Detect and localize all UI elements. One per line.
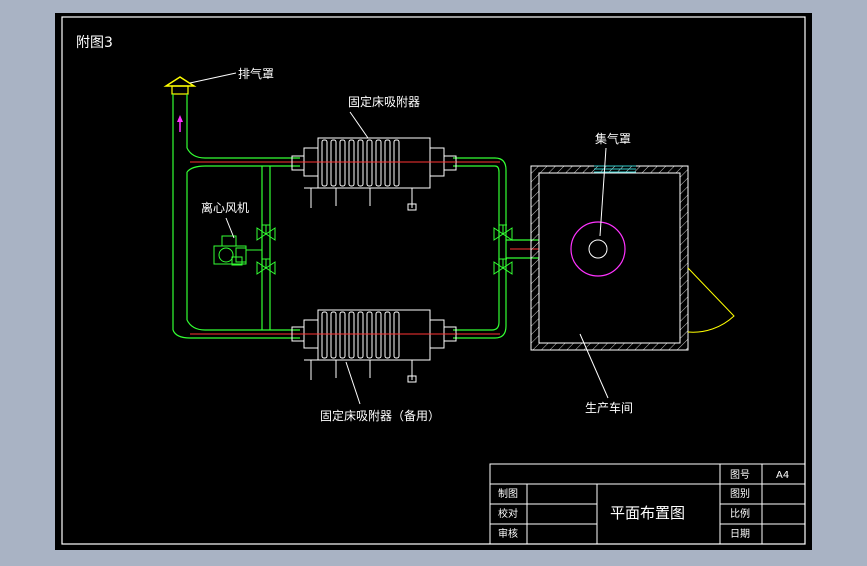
valve-icon xyxy=(493,258,513,275)
collection-hood-inner xyxy=(588,239,608,259)
exhaust-hood-label: 排气罩 xyxy=(238,66,274,81)
centrifugal-fan-icon xyxy=(213,235,247,266)
drawing-no-label: 图号 xyxy=(730,469,750,481)
drawing-no-value: A4 xyxy=(776,470,789,481)
leader-line xyxy=(225,217,235,239)
upper-pipe xyxy=(186,147,507,173)
leader-line xyxy=(599,147,607,237)
door-swing xyxy=(687,267,735,333)
workshop-label: 生产车间 xyxy=(585,400,633,415)
vent-icon xyxy=(594,165,636,173)
lower-adsorber-fins xyxy=(321,311,400,359)
leader-line xyxy=(189,72,237,84)
collection-hood-label: 集气罩 xyxy=(595,131,631,146)
upper-adsorber-fins xyxy=(321,139,400,187)
adsorber-main-label: 固定床吸附器 xyxy=(348,94,420,109)
leader-line xyxy=(345,361,361,405)
border-frame xyxy=(61,16,806,545)
adsorber-backup-label: 固定床吸附器（备用） xyxy=(320,408,440,423)
exhaust-hood xyxy=(163,76,197,95)
valve-icon xyxy=(493,224,513,241)
reviewed-by-label: 审核 xyxy=(498,527,518,540)
fan-label: 离心风机 xyxy=(201,200,249,215)
title-block xyxy=(489,463,806,545)
right-riser-pipe xyxy=(498,170,507,326)
drawing-title: 平面布置图 xyxy=(610,504,685,522)
leader-line xyxy=(349,111,369,139)
drawing-area xyxy=(55,13,812,550)
drawn-by-label: 制图 xyxy=(498,487,518,500)
valve-icon xyxy=(256,224,276,241)
collection-hood-outer xyxy=(570,221,626,277)
date-label: 日期 xyxy=(730,528,750,540)
up-arrow-head-icon xyxy=(177,115,183,122)
exhaust-stack xyxy=(172,94,188,330)
checked-by-label: 校对 xyxy=(498,507,518,520)
production-workshop xyxy=(530,165,689,351)
fan-branch-pipe xyxy=(261,166,271,330)
lower-pipe xyxy=(172,319,507,339)
scale-label: 比例 xyxy=(730,507,750,520)
figure-label: 附图3 xyxy=(76,35,113,51)
category-label: 图别 xyxy=(730,488,750,500)
leader-line xyxy=(579,333,609,399)
valve-icon xyxy=(256,258,276,275)
